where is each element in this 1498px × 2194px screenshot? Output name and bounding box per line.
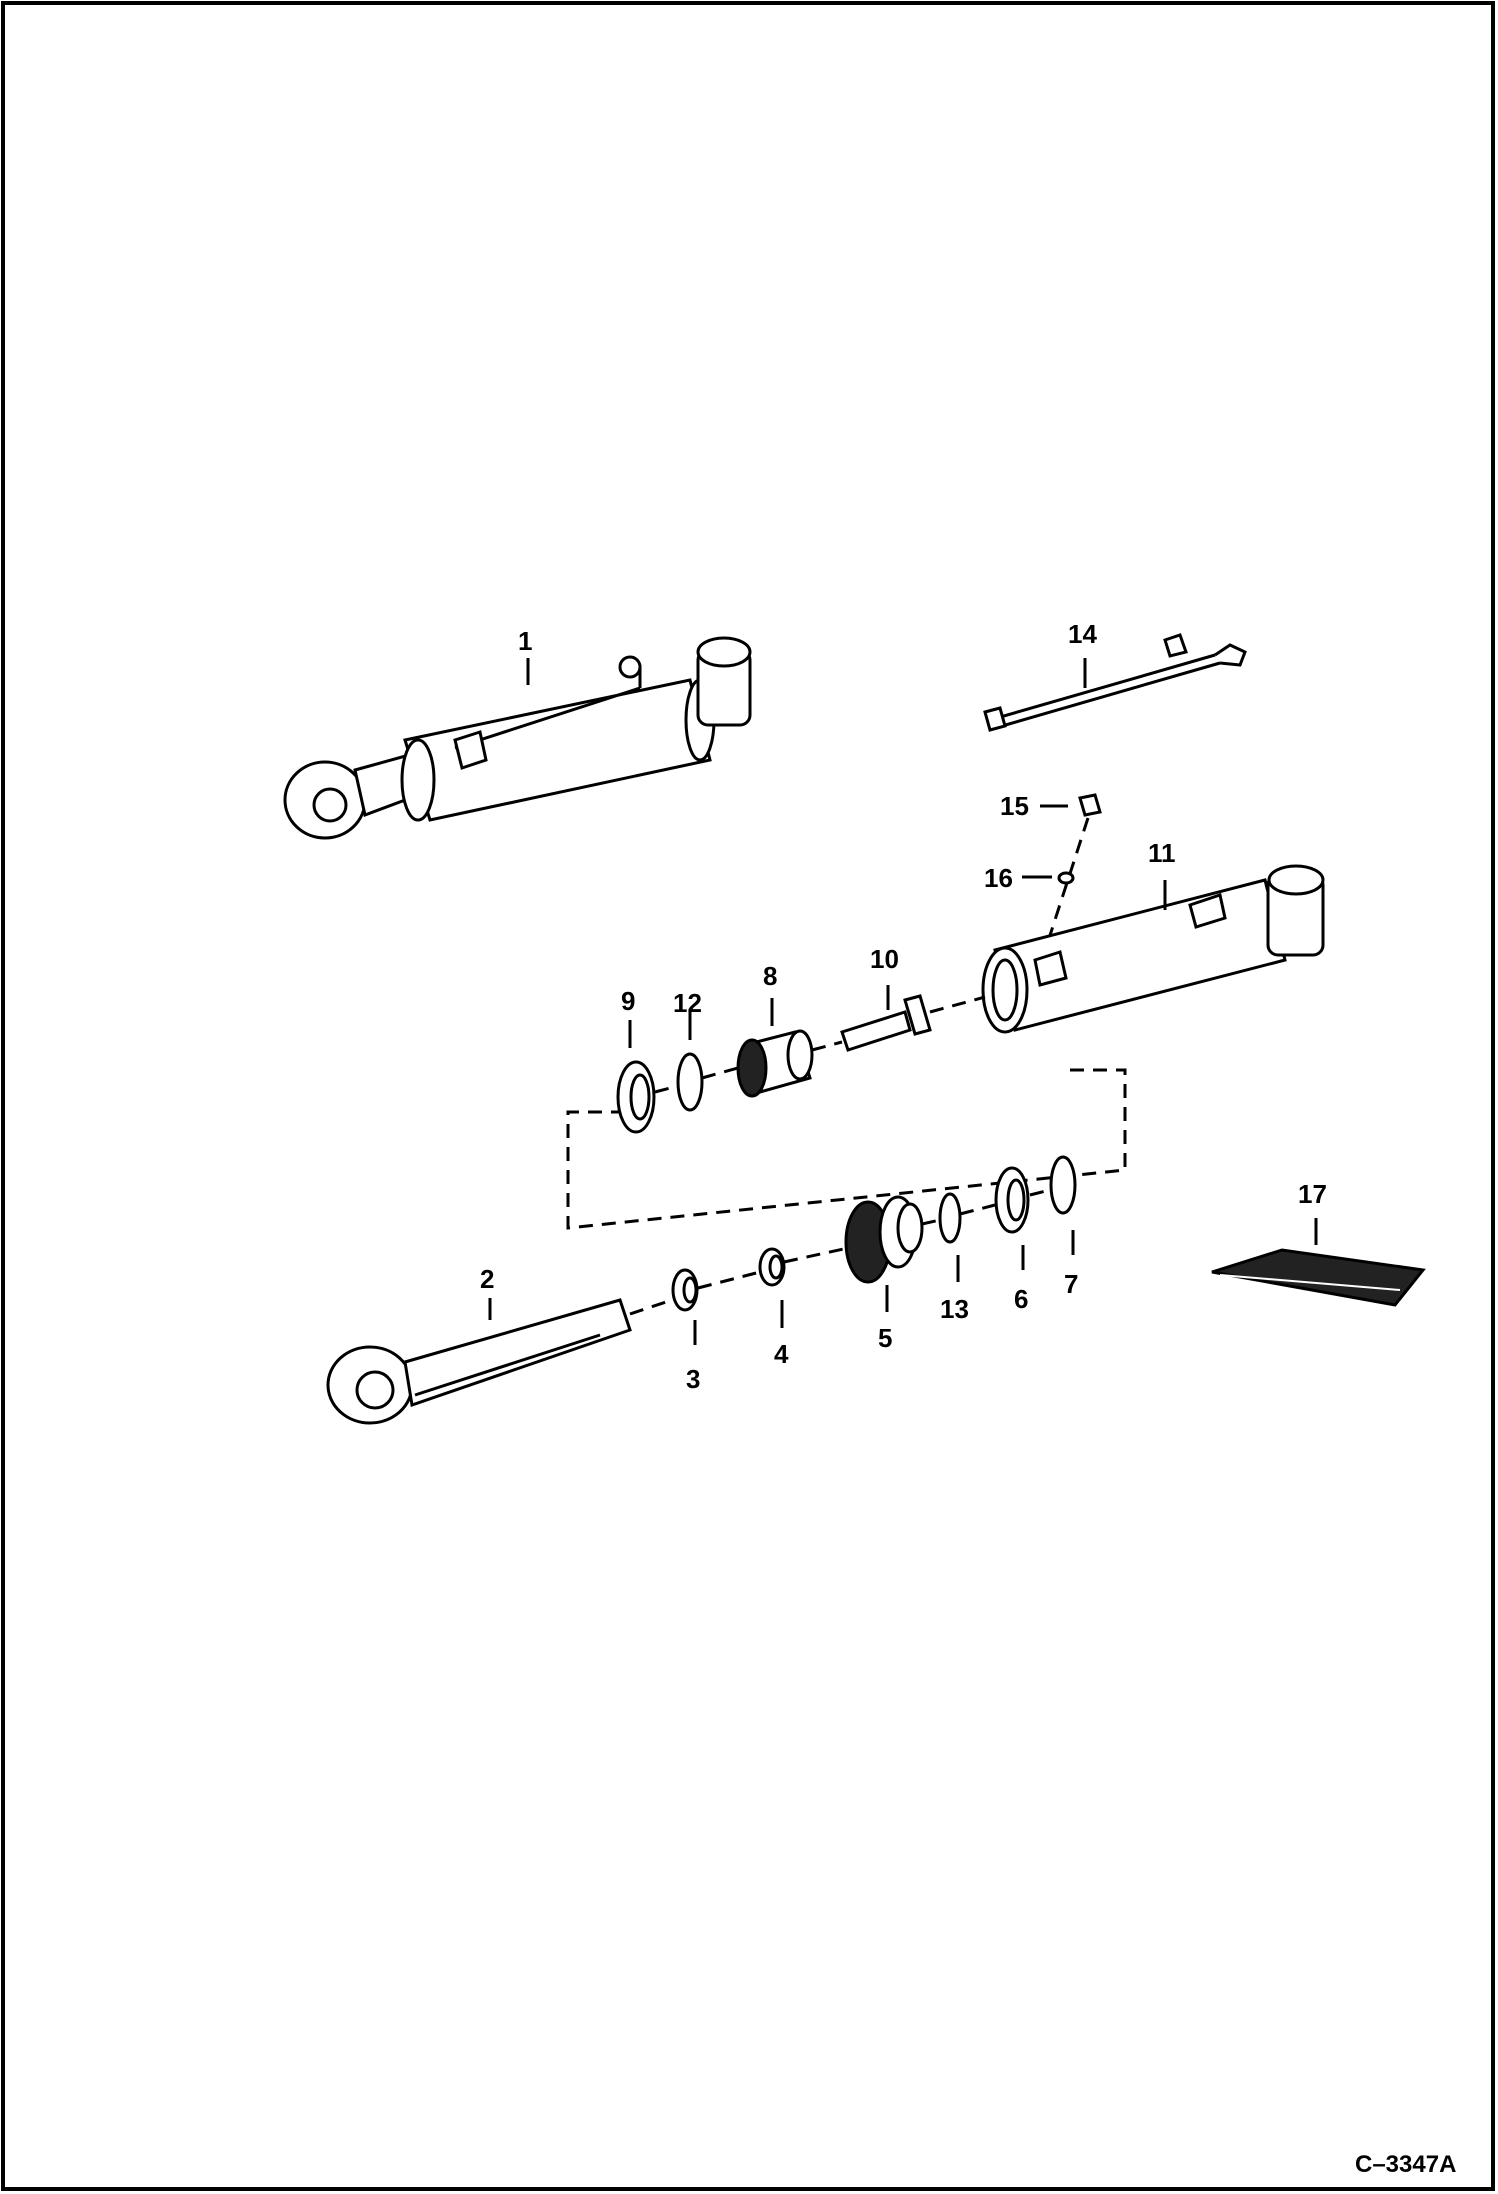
callout-11: 11 <box>1148 838 1176 868</box>
lower-part-row <box>326 1155 1077 1425</box>
callout-4: 4 <box>774 1339 789 1369</box>
callout-10: 10 <box>870 944 899 974</box>
dashed-bracket <box>566 1068 1127 1230</box>
callout-2: 2 <box>480 1264 494 1294</box>
tube-line <box>983 633 1247 732</box>
callout-7: 7 <box>1064 1269 1078 1299</box>
figure-id: C–3347A <box>1355 2151 1456 2178</box>
leader-lines <box>488 658 1318 1345</box>
callout-13: 13 <box>940 1294 969 1324</box>
upper-part-row <box>616 994 986 1134</box>
decal <box>1211 1248 1426 1307</box>
callout-8: 8 <box>763 961 777 991</box>
callout-6: 6 <box>1014 1284 1028 1314</box>
callout-9: 9 <box>621 986 635 1016</box>
callout-12: 12 <box>673 988 702 1018</box>
callout-15: 15 <box>1000 791 1029 821</box>
barrel <box>981 864 1325 1034</box>
cylinder-assembly <box>283 636 752 840</box>
callout-labels: 1 2 3 4 5 6 7 8 9 10 11 12 13 14 15 16 1… <box>480 619 1327 1394</box>
callout-1: 1 <box>518 626 532 656</box>
callout-5: 5 <box>878 1323 892 1353</box>
callout-3: 3 <box>686 1364 700 1394</box>
callout-16: 16 <box>984 863 1013 893</box>
callout-17: 17 <box>1298 1179 1327 1209</box>
callout-14: 14 <box>1068 619 1097 649</box>
